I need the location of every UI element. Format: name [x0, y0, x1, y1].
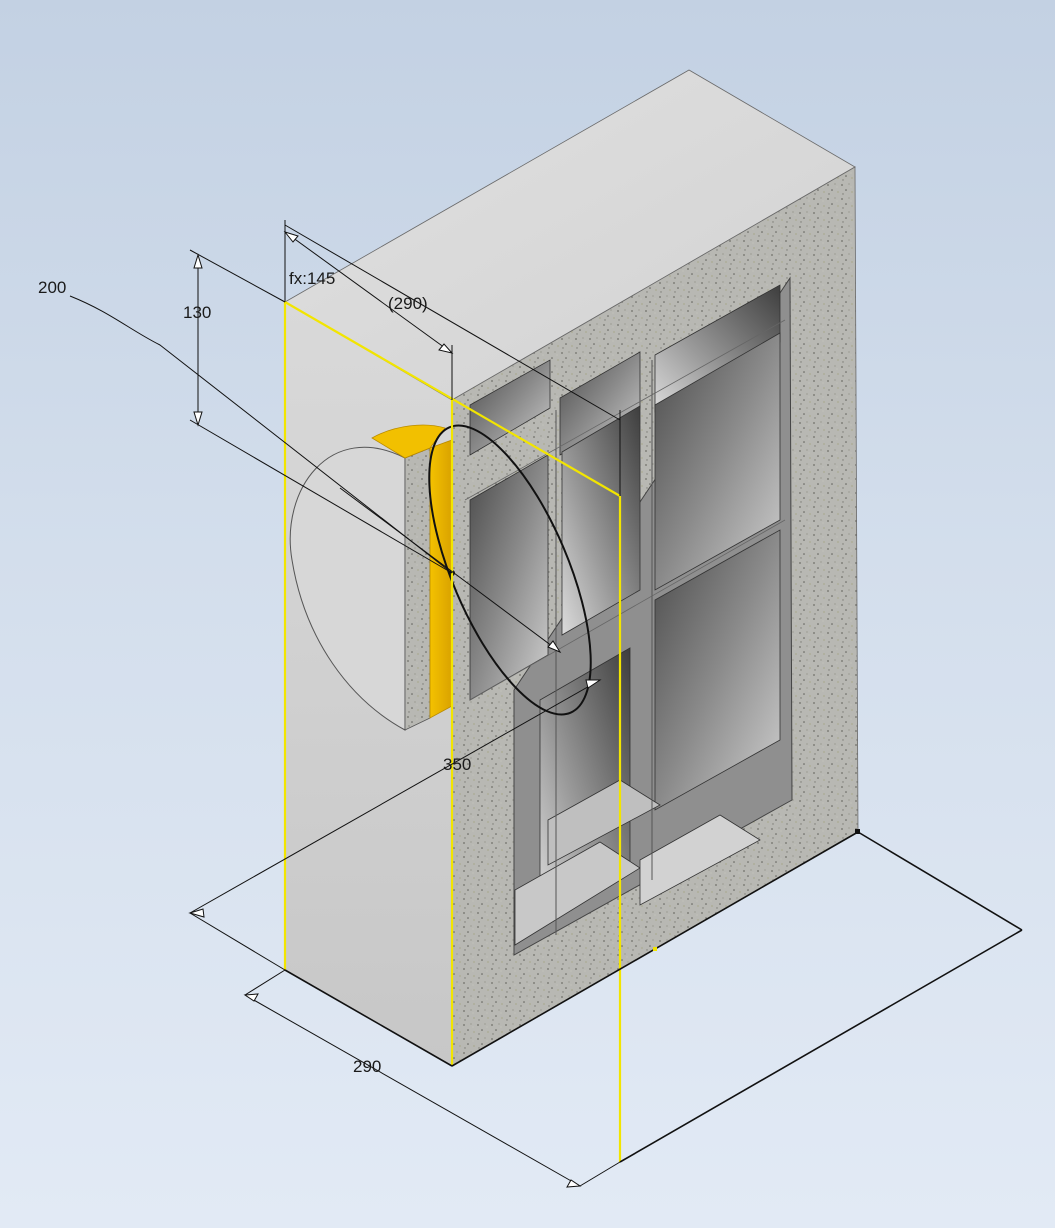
cylinder-face[interactable] [289, 446, 406, 731]
dimension-width[interactable]: 290 [353, 1057, 381, 1076]
vertex-point[interactable] [855, 829, 860, 834]
dimension-depth[interactable]: 350 [443, 755, 471, 774]
cavity-cell [639, 814, 761, 906]
cavity-cell [654, 332, 781, 591]
dimension-fx-param[interactable]: fx:145 [289, 269, 335, 288]
dimension-reference-width[interactable]: (290) [388, 294, 428, 313]
dimension-diameter[interactable]: 200 [38, 278, 66, 297]
cylinder-feature[interactable] [289, 424, 453, 731]
cavity-cell [547, 779, 661, 866]
cylinder-yellow-face[interactable] [429, 439, 453, 719]
block-cavities [464, 276, 793, 956]
sketch-circle[interactable] [396, 405, 624, 736]
cavity-cell [654, 529, 781, 811]
web-line [469, 519, 786, 701]
vertex-point[interactable] [653, 947, 657, 951]
dimension-arrows [188, 231, 602, 1188]
cylinder-cut-strip[interactable] [404, 447, 431, 731]
cavity-cell [469, 359, 551, 456]
dimension-height-offset[interactable]: 130 [183, 303, 211, 322]
